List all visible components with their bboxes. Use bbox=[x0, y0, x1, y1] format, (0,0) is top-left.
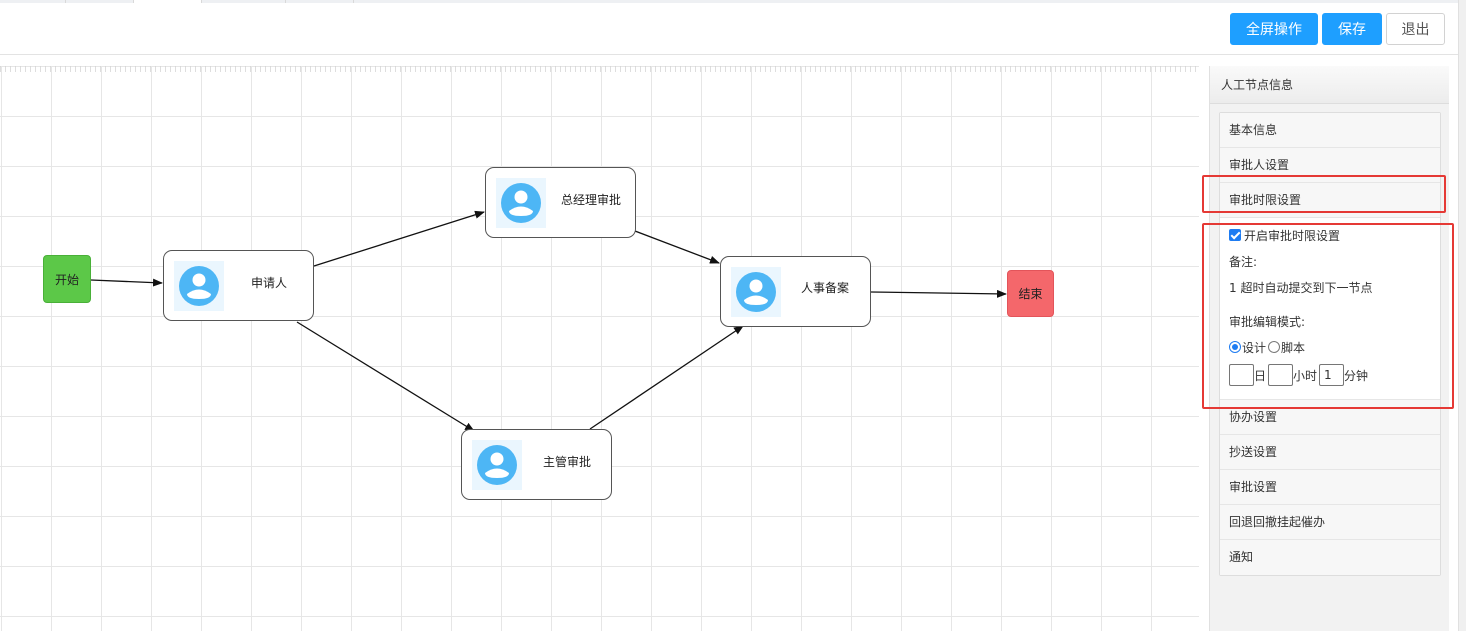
tab[interactable] bbox=[202, 0, 286, 3]
task-node-label: 总经理审批 bbox=[561, 193, 622, 207]
node-properties-panel: 人工节点信息 基本信息 审批人设置 审批时限设置 开启审批时限设置 备注: 1 … bbox=[1209, 66, 1449, 631]
edge-start-applicant[interactable] bbox=[90, 278, 163, 287]
user-icon bbox=[174, 261, 224, 311]
end-node-label: 结束 bbox=[1018, 287, 1043, 301]
edge-applicant-supervisor[interactable] bbox=[296, 321, 475, 432]
enable-time-limit-checkbox[interactable] bbox=[1229, 229, 1241, 241]
user-icon bbox=[496, 178, 546, 228]
edge-applicant-gm[interactable] bbox=[313, 210, 485, 267]
hour-unit: 小时 bbox=[1293, 368, 1318, 383]
start-node[interactable]: 开始 bbox=[43, 255, 91, 303]
remark-label: 备注: bbox=[1229, 254, 1258, 269]
toolbar: 全屏操作 保存 退出 bbox=[0, 3, 1466, 55]
mode-script-radio[interactable] bbox=[1268, 341, 1281, 353]
time-limit-body: 开启审批时限设置 备注: 1 超时自动提交到下一节点 审批编辑模式: 设计 脚本… bbox=[1220, 218, 1440, 400]
highlight-box-time-limit-body bbox=[1202, 223, 1454, 409]
edge-supervisor-hr[interactable] bbox=[589, 325, 744, 430]
tab[interactable] bbox=[0, 0, 66, 3]
day-unit: 日 bbox=[1254, 368, 1267, 383]
fullscreen-button[interactable]: 全屏操作 bbox=[1230, 13, 1318, 45]
minute-unit: 分钟 bbox=[1344, 368, 1369, 383]
task-node-label: 主管审批 bbox=[543, 455, 592, 469]
section-basic-info[interactable]: 基本信息 bbox=[1220, 113, 1440, 148]
mode-script-label: 脚本 bbox=[1281, 340, 1306, 355]
panel-title: 人工节点信息 bbox=[1210, 66, 1449, 104]
section-notify[interactable]: 通知 bbox=[1220, 540, 1440, 575]
flow-canvas[interactable] bbox=[0, 66, 1199, 631]
hour-input[interactable] bbox=[1268, 364, 1294, 386]
save-button[interactable]: 保存 bbox=[1322, 13, 1382, 45]
tab[interactable] bbox=[286, 0, 354, 3]
task-node-gm[interactable]: 总经理审批 bbox=[485, 167, 636, 238]
section-approver-settings[interactable]: 审批人设置 bbox=[1220, 148, 1440, 183]
edge-gm-hr[interactable] bbox=[634, 230, 720, 264]
section-assist-settings[interactable]: 协办设置 bbox=[1220, 400, 1440, 435]
edge-hr-end[interactable] bbox=[870, 289, 1007, 298]
tab-active[interactable] bbox=[134, 0, 202, 3]
settings-accordion: 基本信息 审批人设置 审批时限设置 开启审批时限设置 备注: 1 超时自动提交到… bbox=[1219, 112, 1441, 576]
task-node-hr[interactable]: 人事备案 bbox=[720, 256, 871, 327]
duration-row: 日 小时 1 分钟 bbox=[1229, 360, 1431, 390]
minute-input[interactable]: 1 bbox=[1319, 364, 1345, 386]
canvas-ruler bbox=[0, 66, 1199, 72]
task-node-supervisor[interactable]: 主管审批 bbox=[461, 429, 612, 500]
mode-design-label: 设计 bbox=[1242, 340, 1267, 355]
page-scrollbar[interactable] bbox=[1458, 0, 1466, 631]
edit-mode-radio-group: 设计 脚本 bbox=[1229, 334, 1431, 360]
task-node-label: 人事备案 bbox=[801, 281, 850, 295]
section-rollback-settings[interactable]: 回退回撤挂起催办 bbox=[1220, 505, 1440, 540]
day-input[interactable] bbox=[1229, 364, 1254, 386]
edit-mode-label: 审批编辑模式: bbox=[1229, 314, 1306, 329]
highlight-box-time-limit-header bbox=[1202, 175, 1446, 213]
mode-design-radio[interactable] bbox=[1229, 341, 1241, 353]
task-node-applicant[interactable]: 申请人 bbox=[163, 250, 314, 321]
enable-time-limit-row[interactable]: 开启审批时限设置 bbox=[1229, 222, 1431, 248]
task-node-label: 申请人 bbox=[251, 276, 288, 290]
tab[interactable] bbox=[66, 0, 134, 3]
start-node-label: 开始 bbox=[54, 272, 79, 287]
section-approval-settings[interactable]: 审批设置 bbox=[1220, 470, 1440, 505]
remark-text: 1 超时自动提交到下一节点 bbox=[1229, 280, 1373, 295]
user-icon bbox=[731, 267, 781, 317]
exit-button[interactable]: 退出 bbox=[1386, 13, 1445, 45]
flow-edges bbox=[90, 210, 1007, 432]
section-cc-settings[interactable]: 抄送设置 bbox=[1220, 435, 1440, 470]
end-node[interactable]: 结束 bbox=[1007, 270, 1054, 317]
tab-strip bbox=[0, 0, 1466, 3]
enable-time-limit-label: 开启审批时限设置 bbox=[1244, 228, 1341, 243]
user-icon bbox=[472, 440, 522, 490]
